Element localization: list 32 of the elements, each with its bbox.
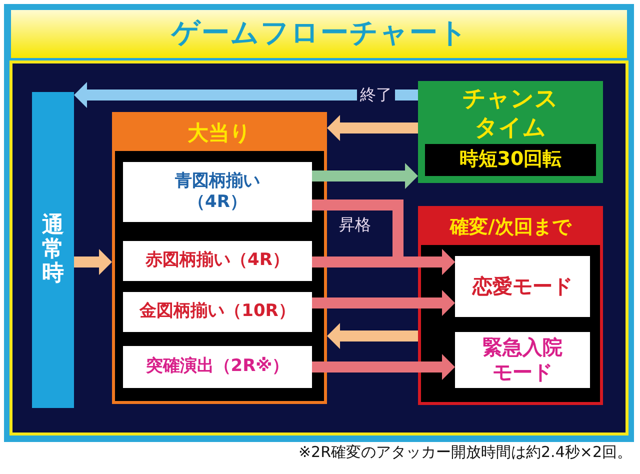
- arrow: [327, 323, 418, 349]
- node-label: 通常時: [42, 214, 64, 286]
- arrow: [327, 115, 418, 141]
- state-box: [123, 346, 312, 388]
- state-box: [123, 241, 312, 281]
- arrow: [312, 163, 418, 189]
- state-box: [123, 162, 312, 222]
- arrow: [312, 290, 455, 316]
- node-label: 時短30回転: [459, 148, 562, 172]
- group-box: [418, 206, 603, 405]
- node-label: 突確演出（2R※）: [146, 356, 290, 378]
- group-heading: 大当り: [188, 120, 252, 147]
- state-box: [455, 332, 590, 388]
- title: ゲームフローチャート: [170, 15, 470, 51]
- arrow: [74, 82, 418, 108]
- node-label: 赤図柄揃い（4R）: [146, 250, 290, 272]
- node-label: チャンスタイム: [461, 85, 560, 142]
- group-heading: 確変/次回まで: [450, 215, 571, 240]
- arrow: [312, 249, 455, 275]
- arrow: [74, 249, 112, 275]
- node-label: 緊急入院モード: [482, 335, 564, 385]
- node-label: 金図柄揃い（10R）: [140, 301, 296, 323]
- state-box: [123, 292, 312, 332]
- group-box: [112, 112, 327, 404]
- state-box: [455, 256, 590, 317]
- state-box: [418, 81, 603, 183]
- state-box: [425, 144, 596, 176]
- node-label: 青図柄揃い（4R）: [174, 170, 261, 214]
- footnote: ※2R確変のアタッカー開放時間は約2.4秒×2回。: [298, 443, 632, 462]
- arrow: [312, 354, 455, 380]
- node-label: 恋愛モード: [472, 274, 572, 299]
- state-bar: [32, 92, 74, 408]
